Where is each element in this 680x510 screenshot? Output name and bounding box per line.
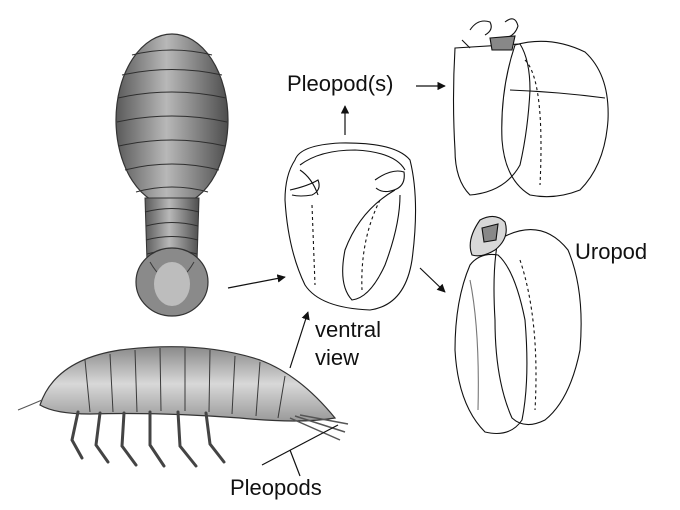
leader-pleopods-2 [289, 449, 301, 477]
isopod-lateral-illustration [17, 346, 349, 468]
arrows [227, 81, 446, 477]
arrow-dorsal-to-ventral [227, 274, 286, 289]
label-pleopods-top: Pleopod(s) [287, 71, 394, 96]
label-uropod: Uropod [575, 239, 648, 264]
isopod-dorsal-illustration [115, 33, 229, 317]
pleopod-detail-drawing [452, 18, 609, 198]
arrow-up-to-ventral [289, 311, 310, 369]
label-pleopods-bottom: Pleopods [230, 475, 322, 500]
label-ventral: ventral [315, 317, 382, 342]
uropod-detail-drawing [454, 215, 582, 435]
uropod-ventral-view-drawing [284, 142, 417, 311]
leader-pleopods-1 [261, 424, 339, 466]
arrow-ventral-to-uropod [419, 267, 446, 293]
label-view: view [315, 345, 360, 370]
